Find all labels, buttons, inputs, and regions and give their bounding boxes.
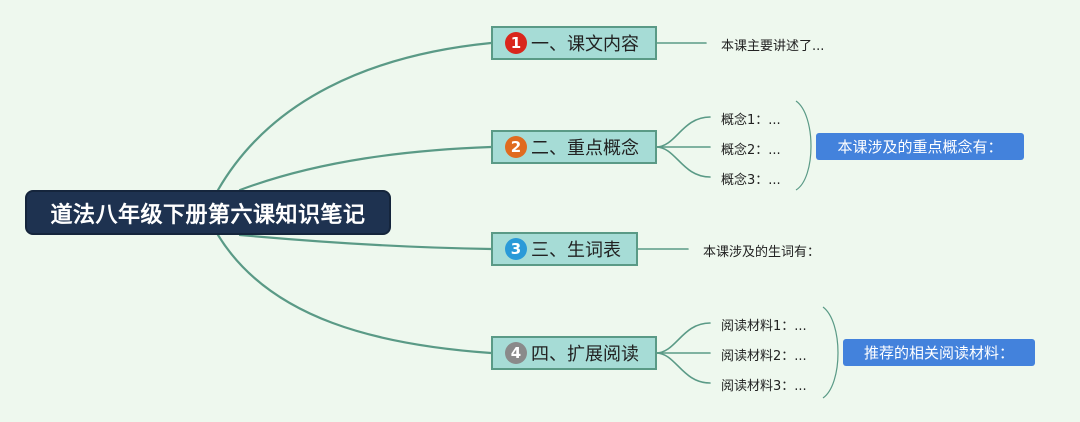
- summary-bracket-readings: [822, 306, 839, 399]
- connector-branch-1: [216, 41, 493, 192]
- branch-vocabulary[interactable]: 3 三、生词表: [491, 232, 638, 266]
- readings-summary-callout[interactable]: 推荐的相关阅读材料：: [843, 339, 1035, 366]
- reading-item-3[interactable]: 阅读材料3：...: [721, 379, 807, 394]
- concept-item-2[interactable]: 概念2：...: [721, 143, 781, 158]
- concept-item-1[interactable]: 概念1：...: [721, 113, 781, 128]
- root-topic[interactable]: 道法八年级下册第六课知识笔记: [25, 190, 391, 235]
- branch-label: 二、重点概念: [531, 138, 639, 159]
- branch-key-concepts[interactable]: 2 二、重点概念: [491, 130, 657, 164]
- connector-reading-1: [655, 322, 711, 354]
- connector-branch-4: [216, 233, 493, 355]
- connector-concept-3: [655, 146, 711, 178]
- concept-item-3[interactable]: 概念3：...: [721, 173, 781, 188]
- branch-label: 四、扩展阅读: [531, 344, 639, 365]
- branch-extended-reading[interactable]: 4 四、扩展阅读: [491, 336, 657, 370]
- priority-3-icon: 3: [505, 238, 527, 260]
- summary-bracket-concepts: [795, 100, 812, 191]
- priority-2-icon: 2: [505, 136, 527, 158]
- priority-1-icon: 1: [505, 32, 527, 54]
- reading-item-1[interactable]: 阅读材料1：...: [721, 319, 807, 334]
- connector-branch-3: [238, 233, 493, 251]
- vocabulary-note[interactable]: 本课涉及的生词有：: [703, 245, 821, 260]
- course-content-note[interactable]: 本课主要讲述了...: [721, 39, 825, 54]
- branch-course-content[interactable]: 1 一、课文内容: [491, 26, 657, 60]
- branch-label: 三、生词表: [531, 240, 621, 261]
- concepts-summary-callout[interactable]: 本课涉及的重点概念有：: [816, 133, 1024, 160]
- connector-branch-2: [238, 145, 493, 192]
- root-title: 道法八年级下册第六课知识笔记: [50, 202, 366, 228]
- priority-4-icon: 4: [505, 342, 527, 364]
- branch-label: 一、课文内容: [531, 34, 639, 55]
- connector-reading-3: [655, 352, 711, 384]
- reading-item-2[interactable]: 阅读材料2：...: [721, 349, 807, 364]
- connector-concept-1: [655, 116, 711, 148]
